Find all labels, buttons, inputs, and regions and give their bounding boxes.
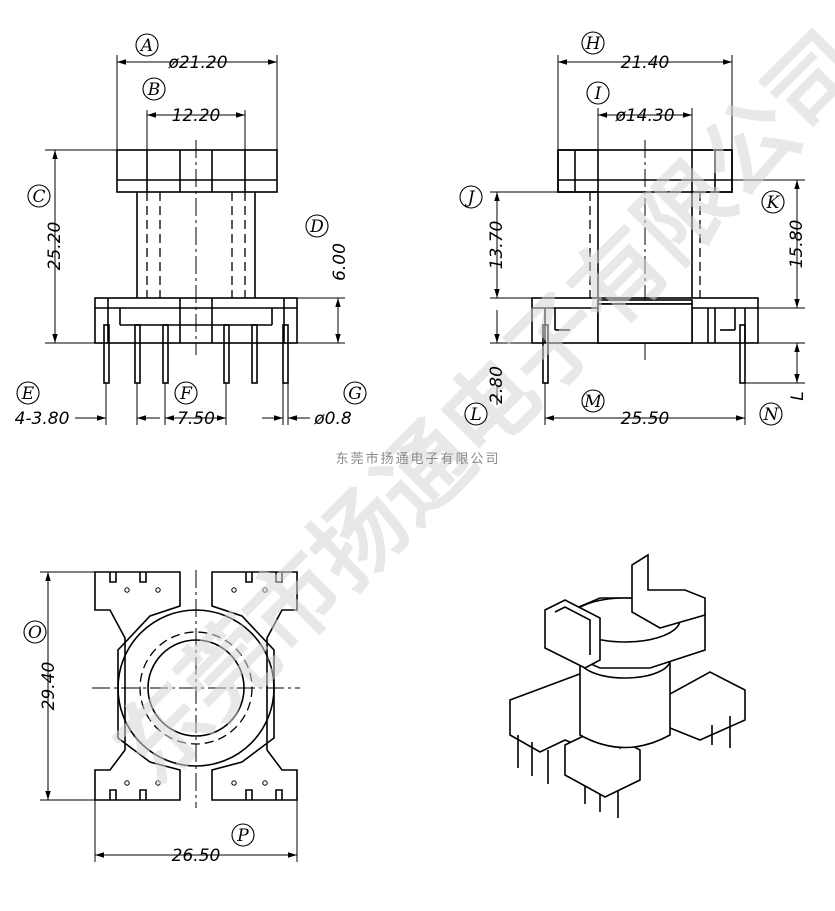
front-view <box>45 55 345 425</box>
dim-l: 2.80 <box>487 366 507 404</box>
label-m: M <box>581 389 605 413</box>
dim-a: ø21.20 <box>167 53 227 73</box>
label-d: D <box>305 214 329 238</box>
svg-text:F: F <box>179 384 193 404</box>
label-i: I <box>586 81 610 105</box>
svg-text:E: E <box>21 384 35 404</box>
dim-d: 6.00 <box>330 243 350 281</box>
dim-p: 26.50 <box>172 846 221 866</box>
svg-text:I: I <box>594 84 602 104</box>
svg-text:N: N <box>763 405 780 425</box>
dim-j: 13.70 <box>487 221 507 270</box>
label-c: C <box>27 184 51 208</box>
dim-g: ø0.8 <box>313 409 352 429</box>
svg-text:G: G <box>348 384 362 404</box>
isometric-view <box>509 553 746 818</box>
svg-text:O: O <box>28 623 42 643</box>
label-l: L <box>464 402 488 426</box>
dim-o: 29.40 <box>39 662 59 711</box>
svg-text:K: K <box>766 193 781 213</box>
dim-b: 12.20 <box>172 106 221 126</box>
label-a: A <box>135 33 159 57</box>
label-j: J <box>459 185 483 209</box>
dim-h: 21.40 <box>621 53 670 73</box>
label-n: N <box>759 402 783 426</box>
label-g: G <box>343 381 367 405</box>
bottom-view <box>40 570 300 862</box>
label-e: E <box>16 381 40 405</box>
svg-text:H: H <box>585 34 602 54</box>
dim-m: 25.50 <box>621 409 670 429</box>
label-o: O <box>23 620 47 644</box>
dim-f: 7.50 <box>177 409 215 429</box>
dim-n: L <box>788 391 808 400</box>
svg-text:P: P <box>236 826 249 846</box>
svg-text:D: D <box>309 217 324 237</box>
side-view <box>490 55 805 425</box>
dim-e: 4-3.80 <box>15 409 70 429</box>
dim-c: 25.20 <box>45 222 65 271</box>
svg-text:C: C <box>32 187 45 207</box>
label-b: B <box>142 77 166 101</box>
label-k: K <box>761 190 785 214</box>
label-p: P <box>231 823 255 847</box>
svg-text:L: L <box>469 405 481 425</box>
label-h: H <box>581 31 605 55</box>
svg-text:B: B <box>147 80 161 100</box>
svg-text:M: M <box>583 392 602 412</box>
dim-i: ø14.30 <box>614 106 674 126</box>
dim-k: 15.80 <box>787 220 807 269</box>
company-name: 东莞市扬通电子有限公司 <box>335 451 500 467</box>
svg-text:A: A <box>139 36 153 56</box>
label-f: F <box>174 381 198 405</box>
svg-text:J: J <box>465 188 476 208</box>
